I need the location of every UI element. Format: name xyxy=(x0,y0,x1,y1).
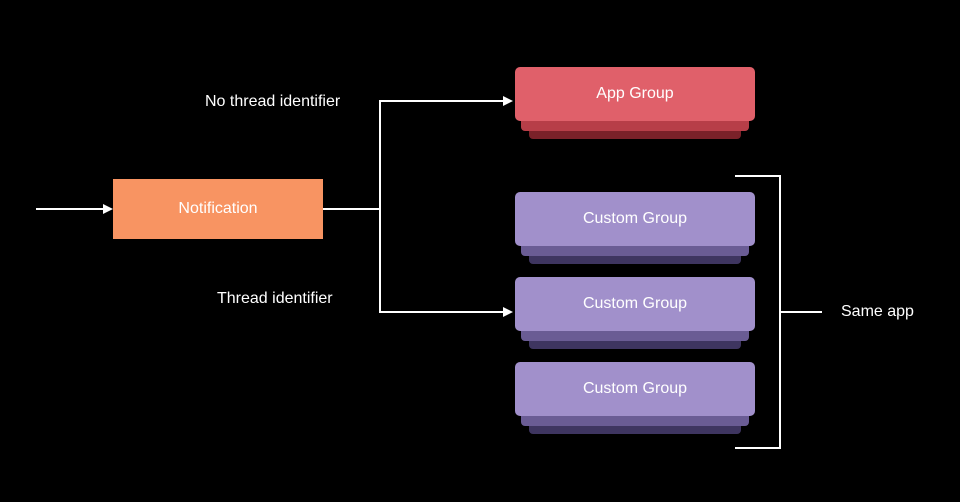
custom-group-stack: Custom Group xyxy=(515,277,755,349)
app-group-front-layer: App Group xyxy=(515,67,755,121)
custom-group-front-layer: Custom Group xyxy=(515,277,755,331)
thread-identifier-label: Thread identifier xyxy=(217,290,333,307)
custom-group-stack: Custom Group xyxy=(515,362,755,434)
no-thread-identifier-label: No thread identifier xyxy=(205,93,341,110)
custom-group-stack: Custom Group xyxy=(515,192,755,264)
custom-group-front-layer: Custom Group xyxy=(515,362,755,416)
custom-group-label: Custom Group xyxy=(582,210,688,227)
notification-node: Notification xyxy=(113,179,323,239)
app-group-label: App Group xyxy=(596,85,674,102)
custom-group-label: Custom Group xyxy=(582,295,688,312)
notification-label: Notification xyxy=(178,200,258,217)
custom-group-front-layer: Custom Group xyxy=(515,192,755,246)
custom-group-label: Custom Group xyxy=(582,380,688,397)
same-app-label: Same app xyxy=(841,303,914,320)
app-group-stack: App Group xyxy=(515,67,755,139)
